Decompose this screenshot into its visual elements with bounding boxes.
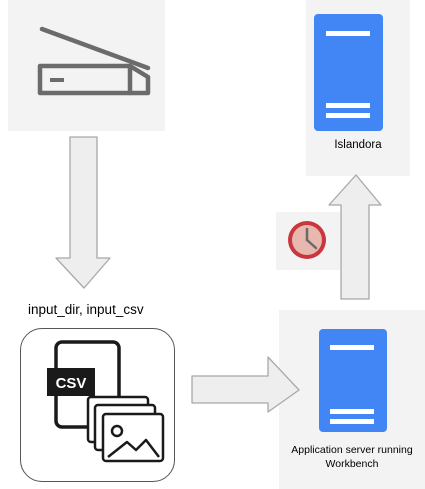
input-label: input_dir, input_csv [28, 302, 144, 317]
islandora-label: Islandora [334, 139, 382, 151]
app-server-label: Application server running Workbench [291, 444, 413, 470]
csv-badge-text: CSV [56, 375, 87, 392]
